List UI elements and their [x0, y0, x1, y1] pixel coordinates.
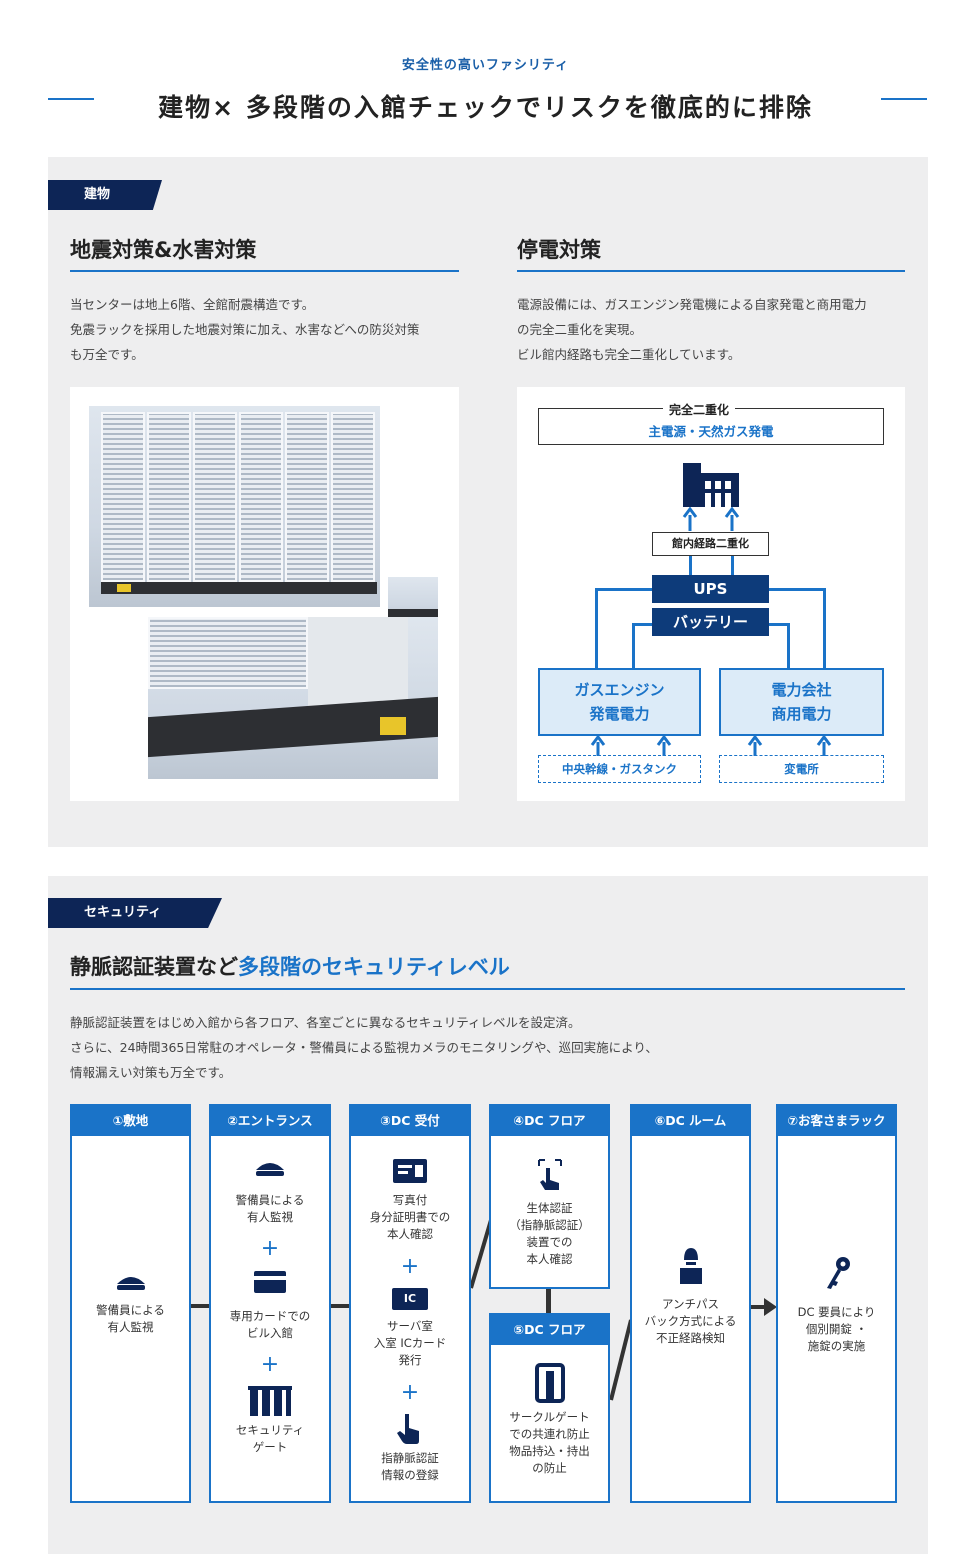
rack-detail-photo	[388, 577, 438, 623]
connector-line	[595, 588, 598, 668]
security-gate-icon	[248, 1386, 292, 1416]
isolation-base-photo	[148, 617, 438, 779]
connector-line	[787, 623, 790, 668]
server-rack	[239, 412, 283, 582]
step-head: ②エントランス	[211, 1106, 329, 1136]
main-power-label: 主電源・天然ガス発電	[648, 424, 774, 439]
arrow-right-icon	[750, 1298, 777, 1316]
isolation-base	[388, 609, 438, 617]
photo-id-icon	[393, 1159, 427, 1183]
step-head: ⑥DC ルーム	[632, 1106, 749, 1136]
security-tab: セキュリティ	[48, 898, 222, 928]
connector-line	[632, 623, 635, 668]
flow-connector	[609, 1319, 633, 1401]
flow-connector	[546, 1289, 551, 1313]
step-customer-rack: ⑦お客さまラック DC 要員により 個別開錠 ・ 施錠の実施	[776, 1104, 897, 1503]
connector-line	[689, 556, 692, 575]
gas-engine-box: ガスエンジン 発電電力	[538, 668, 701, 736]
building-icon	[683, 463, 739, 507]
arrow-up-icon	[682, 507, 740, 531]
step-dc-room: ⑥DC ルーム アンチパス バック方式による 不正経路検知	[630, 1104, 751, 1503]
security-description: 静脈認証装置をはじめ入館から各フロア、各室ごとに異なるセキュリティレベルを設定済…	[70, 1015, 658, 1080]
headline-right-rule	[881, 98, 927, 100]
fingerprint-scan-icon	[537, 1159, 562, 1190]
quake-rule	[70, 270, 459, 272]
security-rule	[70, 988, 905, 990]
connector-line	[769, 623, 789, 626]
server-rack	[193, 412, 237, 582]
connector-line	[769, 588, 826, 591]
id-card-icon	[254, 1271, 286, 1293]
security-title: 静脈認証装置など多段階のセキュリティレベル	[70, 955, 510, 979]
key-icon	[826, 1257, 850, 1289]
ups-box: UPS	[652, 575, 769, 603]
server-rack	[147, 412, 191, 582]
step-dc-floor-biometric: ④DC フロア 生体認証 （指静脈認証） 装置での 本人確認	[489, 1104, 610, 1289]
server-rack	[285, 412, 329, 582]
isolation-base	[101, 582, 377, 594]
power-description: 電源設備には、ガスエンジン発電機による自家発電と商用電力 の完全二重化を実現。 …	[517, 297, 867, 362]
section-eyebrow: 安全性の高いファシリティ	[401, 58, 570, 73]
step-head: ⑦お客さまラック	[778, 1106, 895, 1136]
route-redundancy-box: 館内経路二重化	[652, 532, 769, 556]
damper-block	[380, 717, 406, 735]
guard-cap-icon	[256, 1163, 284, 1176]
step-head: ④DC フロア	[491, 1106, 608, 1136]
flow-connector	[191, 1304, 209, 1308]
anti-passback-icon	[679, 1248, 702, 1284]
server-rack	[331, 412, 375, 582]
step-entrance: ②エントランス 警備員による 有人監視 + 専用カードでの ビル入館 + セキュ…	[209, 1104, 331, 1503]
gas-source-box: 中央幹線・ガスタンク	[538, 755, 701, 783]
finger-tap-icon	[397, 1414, 419, 1444]
circle-gate-icon	[534, 1363, 565, 1403]
step-dc-floor-circle-gate: ⑤DC フロア サークルゲート での共連れ防止 物品持込・持出 の防止	[489, 1313, 610, 1503]
substation-box: 変電所	[719, 755, 884, 783]
rack-door	[308, 617, 408, 707]
step-site: ①敷地 警備員による 有人監視	[70, 1104, 191, 1503]
quake-description: 当センターは地上6階、全館耐震構造です。 免震ラックを採用した地震対策に加え、水…	[70, 297, 420, 362]
flow-connector	[331, 1304, 349, 1308]
power-redundancy-diagram: 完全二重化 主電源・天然ガス発電 館内経路二重化 UPS バッテリー ガス	[517, 387, 905, 801]
building-tab: 建物	[48, 180, 162, 210]
headline-left-rule	[48, 98, 94, 100]
utility-power-box: 電力会社 商用電力	[719, 668, 884, 736]
server-rack	[101, 412, 145, 582]
seismic-rack-photo	[70, 387, 459, 801]
quake-title: 地震対策&水害対策	[70, 238, 257, 262]
full-redundancy-label: 完全二重化	[663, 401, 736, 418]
damper-block	[117, 584, 131, 592]
power-title: 停電対策	[517, 238, 601, 262]
step-head: ①敷地	[72, 1106, 189, 1136]
step-dc-reception: ③DC 受付 写真付 身分証明書での 本人確認 + IC サーバ室 入室 ICカ…	[349, 1104, 471, 1503]
step-head: ③DC 受付	[351, 1106, 469, 1136]
server-room-photo	[89, 406, 380, 607]
page-headline: 建物× 多段階の入館チェックでリスクを徹底的に排除	[158, 93, 813, 122]
rack-vent	[148, 617, 308, 689]
power-rule	[517, 270, 905, 272]
step-head: ⑤DC フロア	[491, 1315, 608, 1345]
connector-line	[632, 623, 652, 626]
arrow-up-icon	[590, 736, 832, 756]
connector-line	[731, 556, 734, 575]
battery-box: バッテリー	[652, 608, 769, 636]
connector-line	[823, 588, 826, 668]
ic-card-icon: IC	[392, 1288, 428, 1310]
connector-line	[595, 588, 652, 591]
guard-cap-icon	[116, 1277, 145, 1290]
